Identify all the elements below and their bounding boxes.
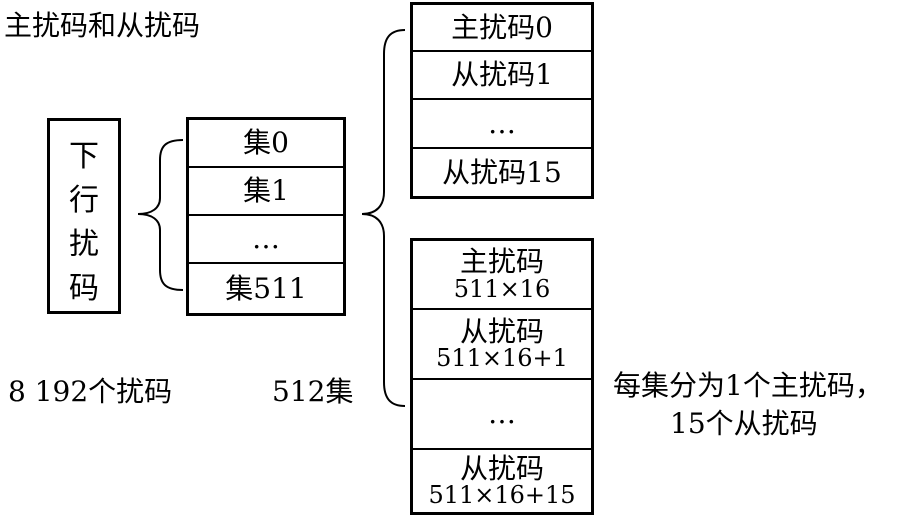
left-curly-brace — [137, 139, 184, 291]
right-curly-brace — [361, 29, 406, 407]
left-box-char: 扰 — [69, 227, 99, 262]
left-box-char: 下 — [69, 139, 99, 174]
code-row: 从扰码 511×16+15 — [413, 450, 591, 512]
code-row: … — [413, 100, 591, 149]
total-codes-caption: 8 192个扰码 — [8, 375, 173, 408]
code-row: 主扰码0 — [413, 5, 591, 52]
downlink-scrambling-code-box: 下 行 扰 码 — [47, 118, 121, 314]
code-row: 从扰码 511×16+1 — [413, 310, 591, 380]
code-name: 从扰码 — [459, 314, 544, 348]
sets-caption: 512集 — [272, 375, 354, 408]
sets-table: 集0 集1 … 集511 — [186, 117, 346, 316]
left-box-char: 码 — [69, 271, 99, 306]
code-row: 从扰码15 — [442, 155, 562, 189]
last-set-codes-table: 主扰码 511×16 从扰码 511×16+1 … 从扰码 511×16+15 — [410, 238, 594, 515]
code-row: 主扰码 511×16 — [413, 241, 591, 310]
code-formula: 511×16+1 — [436, 344, 568, 373]
note-line-2: 15个从扰码 — [670, 407, 818, 440]
set-row: … — [189, 216, 343, 264]
set-row: 集511 — [225, 271, 307, 305]
code-row: … — [413, 380, 591, 450]
code-formula: 511×16+15 — [428, 481, 576, 510]
diagram-title: 主扰码和从扰码 — [4, 9, 201, 42]
left-box-char: 行 — [69, 183, 99, 218]
note-line-1: 每集分为1个主扰码， — [613, 369, 883, 402]
code-formula: 511×16 — [453, 274, 551, 303]
first-set-codes-table: 主扰码0 从扰码1 … 从扰码15 — [410, 2, 594, 199]
set-row: 集0 — [189, 120, 343, 168]
code-name: 从扰码 — [459, 451, 544, 485]
code-row: 从扰码1 — [413, 52, 591, 100]
code-name: 主扰码 — [459, 245, 544, 279]
set-row: 集1 — [189, 168, 343, 216]
code-name: … — [488, 397, 516, 431]
